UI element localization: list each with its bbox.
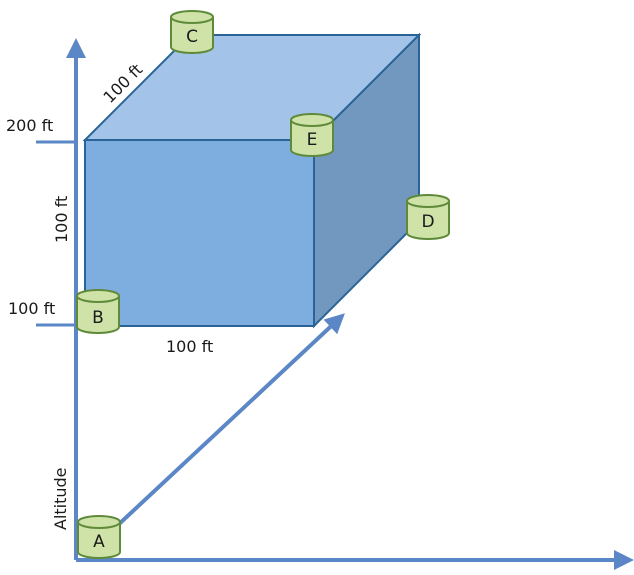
cube-front-face	[84, 139, 315, 327]
node-b-label: B	[92, 308, 104, 328]
node-c: C	[170, 10, 214, 54]
node-d-label: D	[421, 212, 434, 232]
edge-width-label: 100 ft	[166, 337, 213, 356]
node-e: E	[290, 113, 334, 157]
tick-200-label: 200 ft	[6, 116, 53, 135]
node-a: A	[77, 515, 121, 559]
altitude-label: Altitude	[51, 467, 70, 530]
node-e-label: E	[307, 130, 318, 150]
edge-height-label: 100 ft	[52, 196, 71, 243]
node-a-label: A	[93, 532, 105, 552]
node-b: B	[76, 289, 120, 334]
node-c-label: C	[186, 27, 198, 47]
path-arrow	[116, 313, 345, 527]
node-d: D	[406, 194, 450, 240]
tick-100-label: 100 ft	[8, 299, 55, 318]
